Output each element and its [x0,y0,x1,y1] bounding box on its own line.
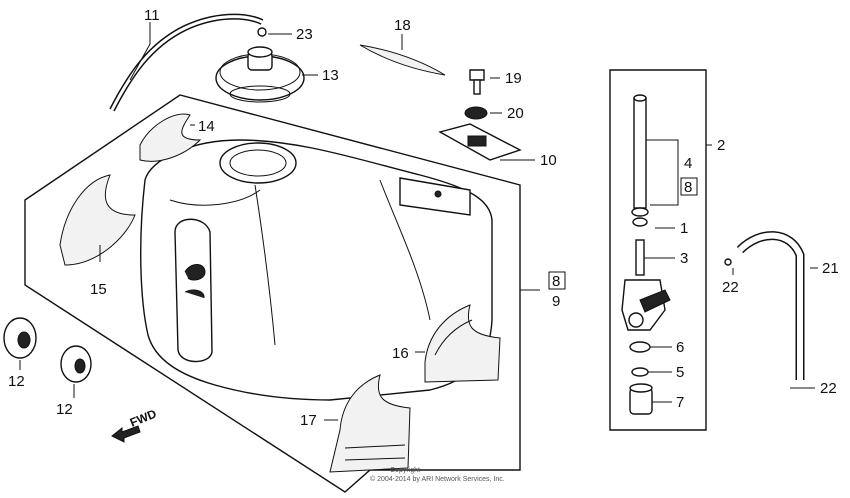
filler-neck [219,142,297,184]
side-decal-15 [59,174,136,266]
callout-8-box-lower [548,271,566,290]
callout-2: 2 [717,137,725,154]
copyright-line-1: Copyright [390,467,420,474]
copyright-line-2: © 2004-2014 by ARI Network Services, Inc… [370,475,505,483]
tank-mount-tab [399,177,471,216]
callout-3: 3 [680,250,688,267]
callout-12-left: 12 [8,373,25,390]
petcock-frame [609,69,707,431]
callout-12-right: 12 [56,401,73,418]
callout-6: 6 [676,339,684,356]
fuel-petcock [621,239,671,331]
fwd-label: FWD [128,406,159,429]
tank-assembly-frame [24,94,521,493]
petcock-gasket [629,341,651,353]
mount-bolt [469,69,485,95]
breather-clip [257,27,267,37]
callout-17: 17 [300,412,317,429]
callout-8-box-upper [680,177,698,196]
callout-18: 18 [394,17,411,34]
leader-lines [19,22,818,421]
callout-1: 1 [680,220,688,237]
strainer-o-ring [632,217,648,227]
fuel-tank [140,139,493,401]
rubber-cushion-right [60,345,92,383]
callout-15: 15 [90,281,107,298]
honda-badge-16 [424,304,501,383]
tank-emblem-mount [184,264,206,281]
callout-7: 7 [676,394,684,411]
callout-21: 21 [822,260,839,277]
sediment-cup [629,383,653,415]
callout-22-upper: 22 [722,279,739,296]
callout-22-lower: 22 [820,380,837,397]
callout-10: 10 [540,152,557,169]
side-decal-14 [139,113,202,162]
callout-4: 4 [684,155,692,172]
honda-badge-17 [329,374,411,473]
callout-9: 9 [552,293,560,310]
callout-5: 5 [676,364,684,381]
petcock-o-ring [631,367,649,377]
fuel-cap [215,46,305,103]
callout-8-lower: 8 [552,273,560,290]
tube-clip-upper [724,258,732,266]
mount-washer [464,106,488,120]
callout-14: 14 [198,118,215,135]
callout-19: 19 [505,70,522,87]
callout-13: 13 [322,67,339,84]
callout-23: 23 [296,26,313,43]
fuel-strainer [631,94,649,227]
fuel-tube [736,231,805,380]
fwd-arrow-icon [111,425,141,443]
callout-11: 11 [144,7,160,24]
callout-16: 16 [392,345,409,362]
emblem-strip [359,44,446,76]
callout-8-upper: 8 [684,179,692,196]
rubber-cushion-left [3,317,37,359]
callout-20: 20 [507,105,524,122]
